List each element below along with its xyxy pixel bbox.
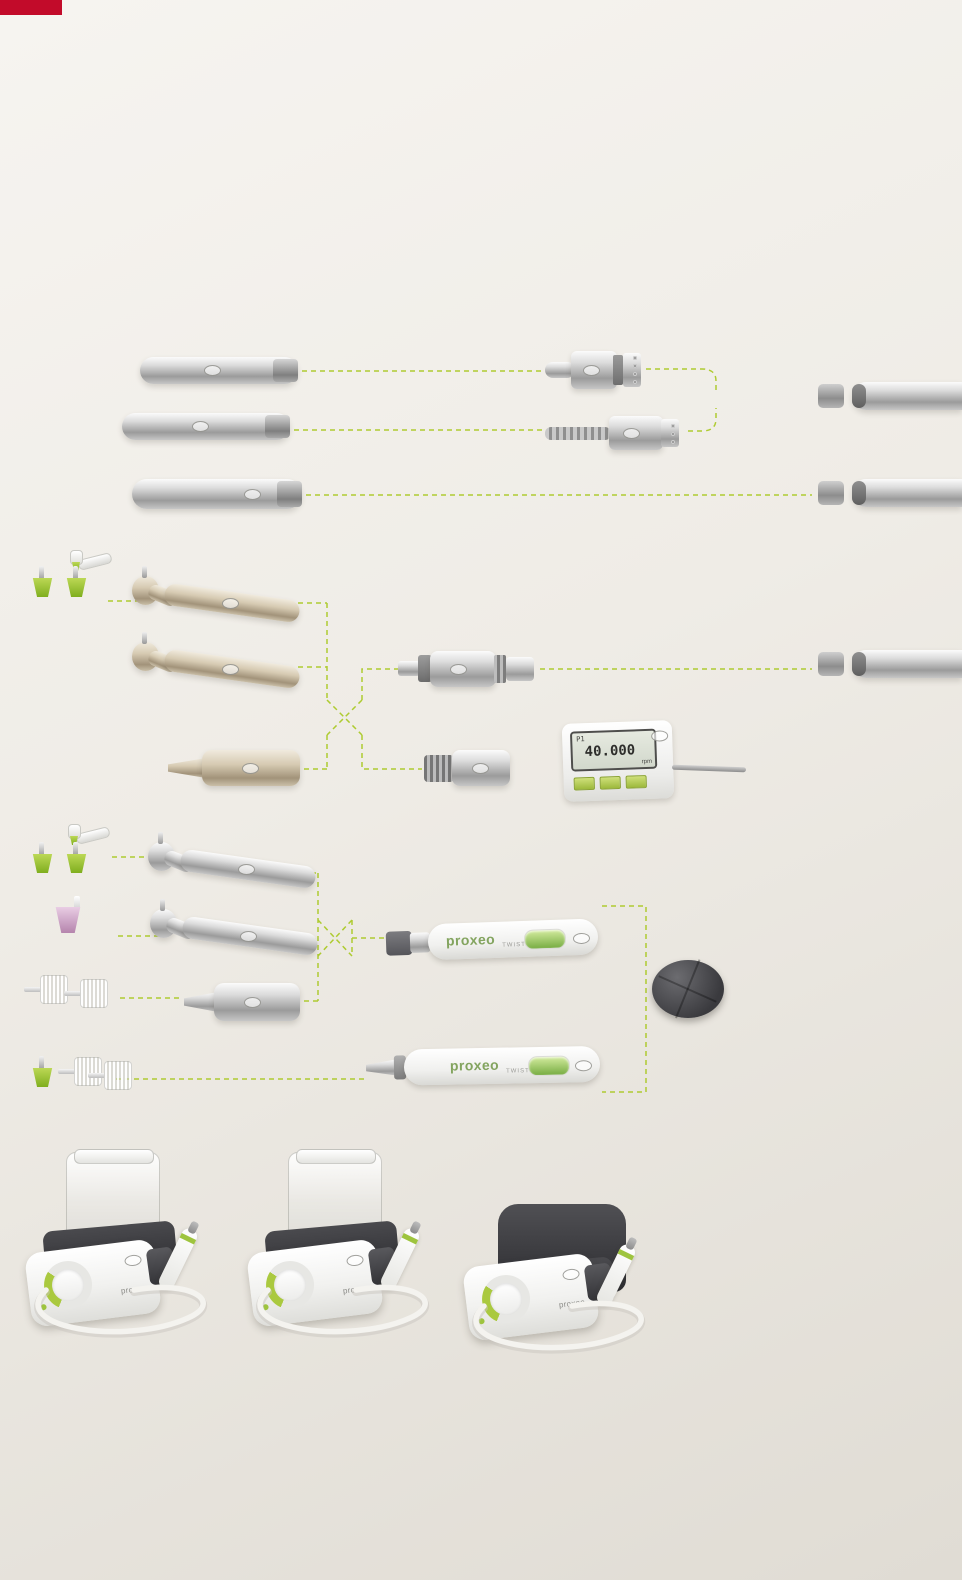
red-corner-mark	[0, 0, 62, 15]
prophy-brush-icon	[64, 976, 112, 1010]
wh-logo-icon	[238, 864, 255, 875]
coupling-pin	[671, 424, 675, 428]
wh-logo-icon	[623, 428, 640, 439]
nose-cone-handpiece-1	[168, 744, 302, 792]
air-motor	[398, 644, 538, 692]
coupling-pin	[671, 440, 675, 444]
speed-unit: rpm	[641, 758, 653, 766]
wh-logo-icon	[583, 365, 600, 376]
twist-power-window[interactable]	[523, 928, 567, 950]
supply-hose-1	[852, 382, 962, 410]
prophy-cup-purple-icon	[50, 896, 92, 938]
twist-brand-label: proxeo	[449, 1056, 500, 1074]
straight-handpiece-2	[122, 413, 290, 440]
lcd-display: P1 40.000 rpm	[569, 728, 658, 772]
wireless-foot-control[interactable]	[652, 960, 724, 1018]
program-indicator: P1	[576, 735, 585, 744]
wh-logo-icon	[242, 763, 259, 774]
prophy-brush-icon	[88, 1058, 136, 1092]
prophy-cup-green-icon	[26, 566, 60, 600]
prophy-brush-icon	[24, 972, 72, 1006]
handpiece-cap	[273, 359, 298, 382]
coupling-pin	[633, 364, 637, 368]
supply-hose-2	[852, 479, 962, 507]
wh-logo-icon	[572, 932, 591, 945]
handpiece-cap	[277, 481, 302, 507]
wh-logo-icon	[574, 1060, 593, 1072]
prophy-cup-green-icon	[60, 842, 94, 876]
straight-handpiece-1	[140, 357, 298, 384]
probe-rod	[671, 764, 747, 773]
twist-brand-label: proxeo	[445, 930, 496, 949]
wh-logo-icon	[650, 730, 669, 742]
prophy-brush-icon	[58, 1054, 106, 1088]
twist-cordless-handpiece-2: proxeo TWIST	[366, 1038, 603, 1096]
coupling-pin	[671, 432, 675, 436]
cable	[34, 1284, 207, 1338]
coupling-pin	[633, 356, 637, 360]
handpiece-cap	[265, 415, 290, 438]
contra-angle-handpiece-2	[130, 632, 301, 698]
cable	[472, 1300, 645, 1354]
nose-cone-handpiece-2	[184, 976, 302, 1028]
unit-button[interactable]	[573, 776, 595, 791]
coupling-pin	[633, 372, 637, 376]
wh-logo-icon	[123, 1253, 143, 1267]
hose-cap-3	[818, 652, 844, 676]
wh-logo-icon	[244, 489, 261, 500]
wh-logo-icon	[204, 365, 221, 376]
wh-logo-icon	[450, 664, 467, 675]
unit-button[interactable]	[625, 775, 647, 789]
control-unit: P1 40.000 rpm	[561, 720, 675, 802]
prophy-cup-green-icon	[26, 1056, 60, 1090]
coupling-pin	[633, 380, 637, 384]
prophy-cup-green-icon	[26, 842, 60, 876]
prophy-cup-green-icon	[60, 566, 94, 600]
unit-button[interactable]	[599, 775, 621, 790]
speed-value: 40.000	[584, 742, 636, 761]
contra-angle-handpiece-1	[130, 566, 301, 632]
turbine-coupling	[545, 347, 645, 393]
scaler-unit-2: proxeo	[245, 1149, 464, 1342]
twist-cordless-handpiece-1: proxeo TWIST	[385, 908, 603, 972]
prophy-angle-icon	[62, 822, 111, 854]
twist-series-label: TWIST	[502, 941, 526, 949]
wh-logo-icon	[472, 763, 489, 774]
hose-cap-2	[818, 481, 844, 505]
supply-hose-3	[852, 650, 962, 678]
wh-logo-icon	[222, 598, 239, 609]
contra-angle-handpiece-3	[146, 832, 317, 898]
wh-logo-icon	[222, 664, 239, 675]
twist-power-window[interactable]	[527, 1055, 571, 1077]
wh-logo-icon	[345, 1253, 365, 1267]
twist-series-label: TWIST	[506, 1068, 530, 1075]
quick-connect-adapter	[545, 414, 687, 452]
hose-cap-1	[818, 384, 844, 408]
straight-handpiece-3	[132, 479, 302, 509]
electric-micromotor	[424, 746, 514, 790]
wh-logo-icon	[240, 931, 257, 942]
wh-logo-icon	[244, 997, 261, 1008]
wh-logo-icon	[561, 1267, 581, 1281]
cable	[256, 1284, 429, 1338]
scaler-unit-3: proxeo	[461, 1204, 680, 1354]
scaler-unit-1: proxeo	[23, 1149, 242, 1342]
contra-angle-handpiece-4	[148, 899, 319, 965]
wh-logo-icon	[192, 421, 209, 432]
